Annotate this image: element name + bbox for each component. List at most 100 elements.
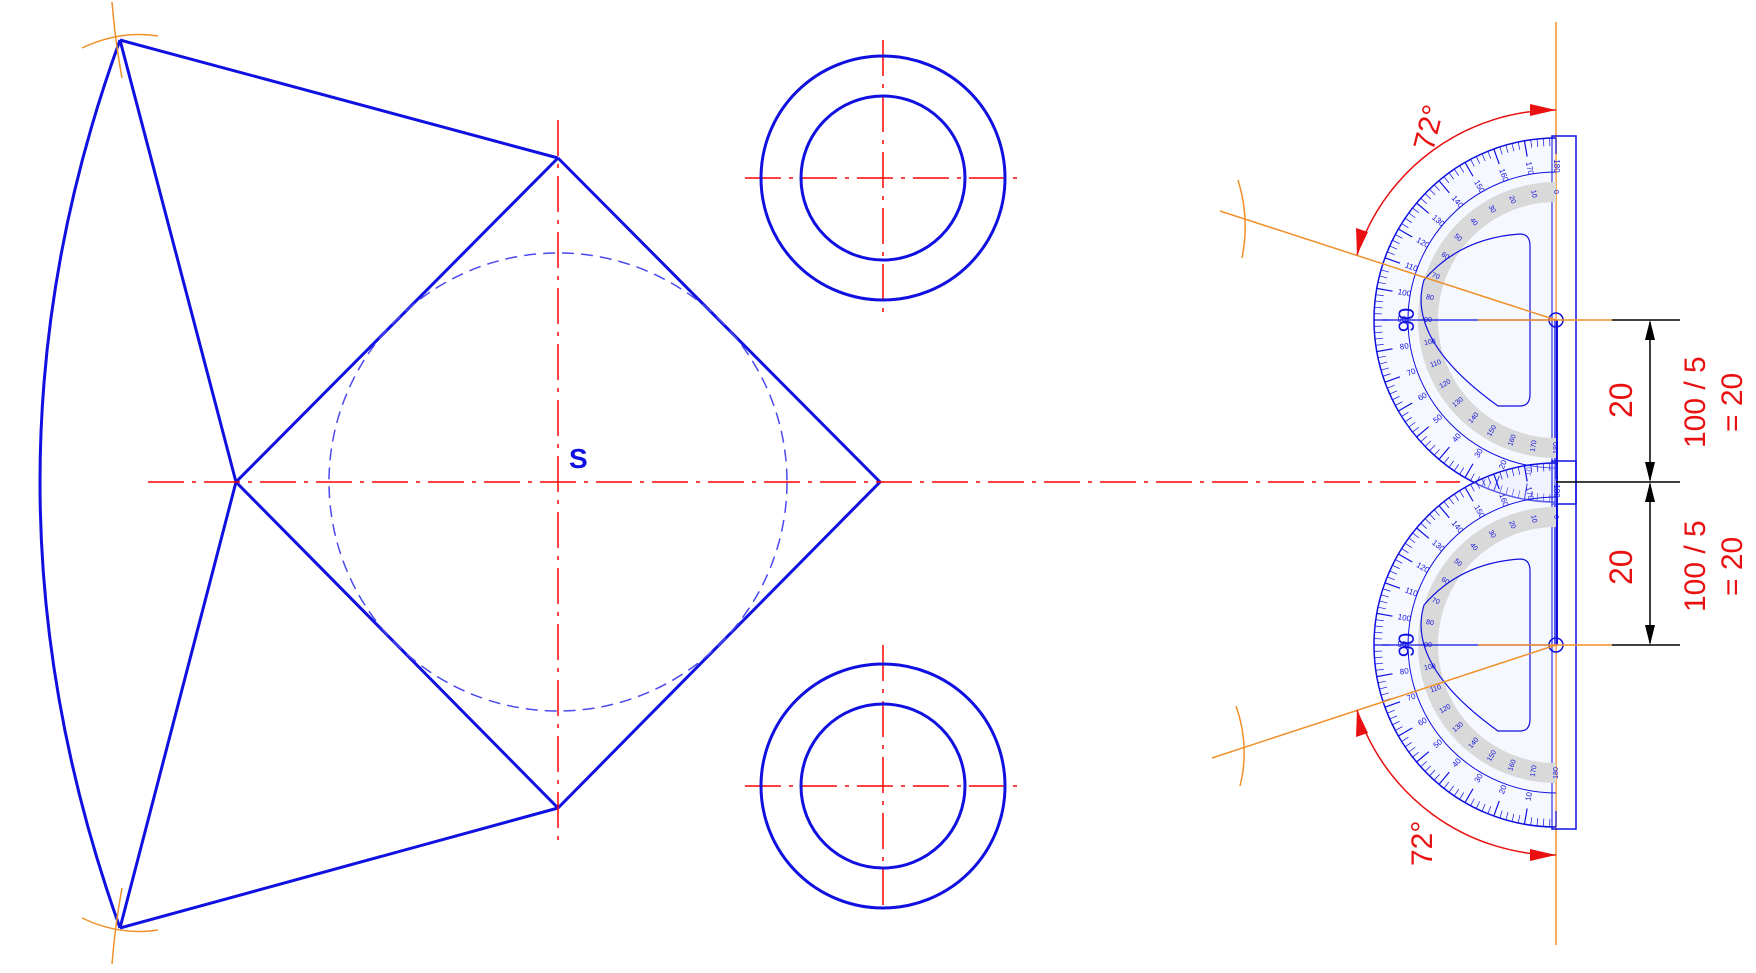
dim-bottom-value: 20 — [1603, 549, 1639, 585]
protractor-top-tick — [1493, 475, 1500, 492]
protractor-bottom-inner-scale-label: 20 — [1507, 520, 1516, 530]
protractor-bottom-cutout — [1420, 558, 1531, 732]
protractor-bottom-tick — [1481, 478, 1486, 487]
protractor-top-tick — [1374, 306, 1383, 309]
protractor-bottom-tick — [1398, 553, 1413, 563]
protractor-top-tick — [1404, 217, 1412, 223]
protractor-bottom-tick — [1536, 463, 1539, 472]
ray-bottom — [1211, 644, 1557, 759]
protractor-top-tick — [1412, 207, 1420, 214]
protractor-top-tick — [1453, 168, 1459, 176]
protractor-bottom-tick — [1433, 509, 1440, 516]
protractor-top-inner-scale-label: 70 — [1431, 272, 1441, 281]
protractor-bottom-inner-scale-label: 170 — [1530, 765, 1539, 778]
protractor-top-tick — [1443, 456, 1450, 464]
protractor-bottom-tick — [1443, 501, 1450, 509]
protractor-top-tick — [1380, 367, 1389, 371]
protractor-bottom-tick — [1424, 518, 1432, 525]
protractor-bottom-tick — [1374, 656, 1383, 659]
protractor-top-tick — [1416, 202, 1430, 214]
protractor-bottom-tick — [1376, 673, 1393, 678]
protractor-top-inner-scale-label: 100 — [1424, 338, 1437, 347]
protractor-bottom-tick — [1395, 559, 1403, 564]
protractor-bottom-tick — [1542, 818, 1545, 827]
protractor-top-inner-scale-label: 20 — [1507, 195, 1516, 205]
protractor-bottom-tick — [1511, 468, 1515, 477]
protractor-bottom-tick — [1511, 813, 1515, 822]
protractor-top-tick — [1470, 473, 1475, 481]
protractor-top-tick — [1412, 426, 1420, 433]
protractor-bottom-tick — [1429, 513, 1436, 521]
protractor-bottom-tick — [1380, 692, 1389, 696]
protractor-bottom-tick — [1433, 774, 1440, 781]
protractor-top-tick — [1487, 151, 1492, 159]
protractor-bottom-inner-scale-label: 0 — [1552, 515, 1559, 519]
protractor-top-tick — [1377, 355, 1386, 359]
protractor-bottom-tick — [1542, 463, 1545, 472]
protractor-top-inner-scale-label: 120 — [1439, 378, 1453, 390]
protractor-top-tick — [1387, 251, 1395, 256]
protractor-top-outer-scale-label: 160 — [1497, 167, 1510, 183]
protractor-bottom-tick — [1481, 803, 1486, 812]
protractor-bottom-tick — [1404, 542, 1412, 548]
edge-top — [119, 38, 559, 160]
dim-top-value: 20 — [1603, 382, 1639, 418]
protractor-bottom-tick — [1376, 612, 1393, 617]
protractor-bottom-tick — [1420, 522, 1427, 529]
protractor-bottom-tick — [1389, 570, 1398, 575]
protractor-bottom-scale-band — [1418, 507, 1556, 783]
protractor-bottom-inner-scale-label: 120 — [1439, 703, 1453, 715]
protractor-top-cutout — [1420, 233, 1531, 407]
protractor-top-tick — [1433, 184, 1440, 191]
protractor-top-inner-scale-label: 160 — [1507, 434, 1518, 447]
protractor-bottom-outer-scale-label: 100 — [1397, 612, 1412, 623]
protractor-bottom-inner-scale-label: 50 — [1452, 558, 1463, 568]
protractor-bottom-tick — [1499, 810, 1503, 819]
protractor-top-tick — [1517, 490, 1521, 499]
protractor-top-tick — [1464, 162, 1474, 177]
outer-arc — [38, 39, 122, 929]
protractor-top-tick — [1401, 411, 1409, 417]
protractor-top-tick — [1398, 228, 1413, 238]
protractor-top-tick — [1376, 348, 1393, 353]
protractor-top-tick — [1382, 373, 1391, 377]
protractor-top-tick — [1420, 436, 1427, 443]
protractor-top-tick — [1443, 176, 1450, 184]
protractor-top-inner-scale-label: 60 — [1440, 251, 1450, 261]
protractor-bottom-tick — [1408, 746, 1416, 753]
protractor-top-inner-scale-label: 180 — [1553, 442, 1560, 454]
protractor-bottom-outer-scale-label: 180 — [1552, 484, 1561, 498]
protractor-bottom-tick — [1475, 801, 1481, 809]
protractor-bottom-tick — [1374, 625, 1383, 628]
protractor-top-tick — [1505, 144, 1509, 153]
protractor-bottom-tick — [1464, 487, 1474, 502]
protractor-top-tick — [1379, 361, 1388, 365]
protractor-bottom-tick — [1470, 798, 1475, 806]
protractor-bottom-tick — [1380, 594, 1389, 598]
protractor-bottom-outer-scale-label: 80 — [1399, 666, 1410, 677]
protractor-bottom-tick — [1448, 785, 1455, 793]
protractor-top-tick — [1392, 239, 1400, 245]
protractor-top-tick — [1424, 440, 1432, 447]
protractor-top-outer-scale-label: 180 — [1552, 159, 1561, 173]
protractor-bottom-tick — [1438, 771, 1450, 785]
spoke-upper — [118, 39, 238, 483]
protractor-bottom-tick — [1374, 662, 1383, 665]
protractor-bottom-tick — [1412, 532, 1420, 539]
protractor-bottom-tick — [1420, 761, 1427, 768]
protractor-bottom-tick — [1401, 736, 1409, 742]
protractor-bottom-tick — [1401, 548, 1409, 554]
protractor-top-tick — [1374, 337, 1383, 340]
protractor-top-tick — [1376, 287, 1393, 292]
protractor-top-tick — [1395, 401, 1403, 406]
protractor-top-tick — [1523, 140, 1528, 157]
construction-marks-left — [81, 1, 159, 965]
protractor-top-tick — [1404, 417, 1412, 423]
centerlines — [148, 40, 1460, 912]
protractor-top-tick — [1542, 138, 1545, 147]
protractor-bottom-tick — [1475, 481, 1481, 489]
dim-bottom-formula-line1: 100 / 5 — [1679, 520, 1712, 612]
protractor-top-tick — [1375, 343, 1384, 346]
protractor-bottom-tick — [1384, 582, 1401, 589]
